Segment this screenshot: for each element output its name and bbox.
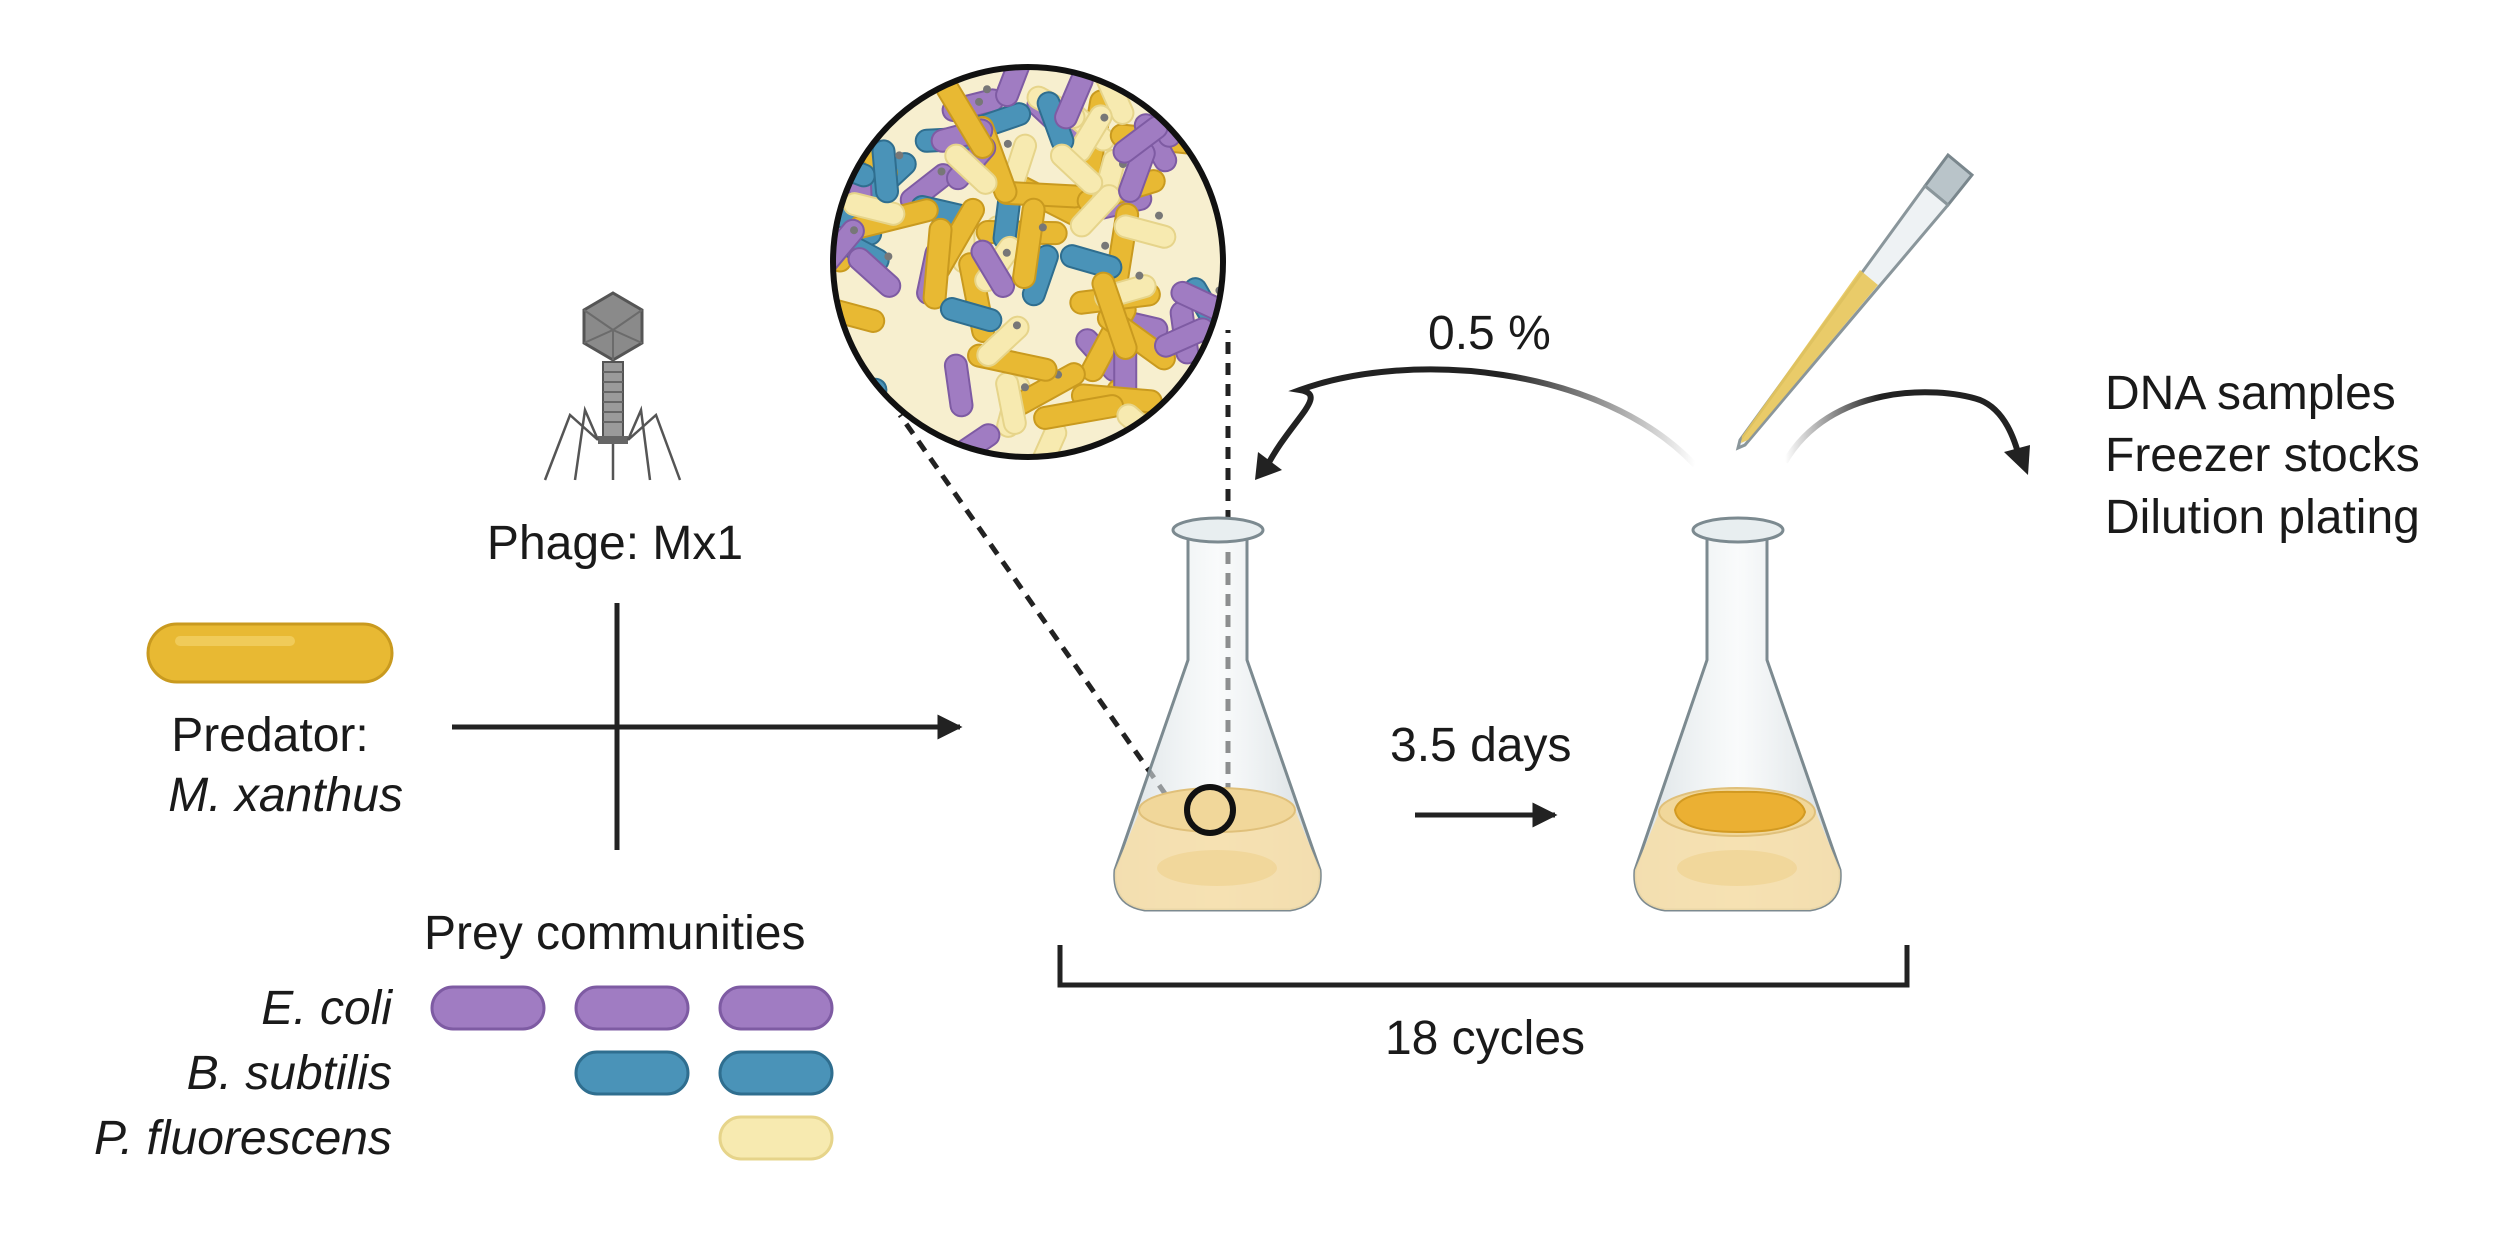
prey-species-pfluorescens: P. fluorescens — [94, 1112, 392, 1165]
zoom-phage-dot — [1003, 139, 1012, 148]
zoom-bacterium — [939, 297, 1003, 333]
zoom-bacterium — [833, 67, 872, 105]
prey-species-ecoli: E. coli — [261, 982, 392, 1035]
zoom-phage-dot — [1038, 223, 1047, 232]
zoom-bacterium — [852, 377, 888, 441]
zoom-phage-dot — [1101, 241, 1110, 250]
pipette-icon — [1735, 152, 1975, 451]
zoom-bacterium — [1012, 197, 1046, 290]
zoom-bacterium — [970, 239, 1016, 298]
ecoli-pill — [718, 985, 834, 1031]
bsubtilis-pill — [574, 1050, 690, 1096]
zoom-phage-dot — [1154, 211, 1163, 220]
predator-bacterium-icon — [146, 622, 394, 684]
zoom-bacterium — [833, 67, 873, 109]
zoom-phage-dot — [869, 411, 878, 420]
zoom-bacterium — [1049, 143, 1104, 195]
phage-icon — [543, 291, 682, 481]
output-arrow — [1782, 389, 2023, 464]
cycles-label: 18 cycles — [1384, 1012, 1586, 1065]
ecoli-pill — [430, 985, 546, 1031]
zoom-target-circle — [1184, 784, 1236, 836]
phage-label: Phage: Mx1 — [486, 517, 744, 570]
predator-species-label: M. xanthus — [168, 769, 403, 822]
zoom-phage-dot — [895, 151, 904, 160]
flask-culture-icon — [1633, 516, 1842, 912]
zoom-phage-dot — [1020, 383, 1029, 392]
output-dilution-plating: Dilution plating — [2105, 491, 2420, 544]
zoom-bacterium — [943, 353, 974, 418]
zoom-bacterium — [1113, 214, 1177, 249]
zoom-phage-dot — [850, 226, 859, 235]
zoom-inset — [830, 56, 1226, 460]
flask-culture-icon — [1113, 516, 1322, 912]
zoom-phage-dot — [884, 252, 893, 261]
ecoli-pill — [574, 985, 690, 1031]
zoom-bacterium — [833, 416, 905, 448]
zoom-phage-dot — [1012, 321, 1021, 330]
zoom-bacterium — [1069, 184, 1121, 238]
incubation-duration-label: 3.5 days — [1390, 719, 1572, 772]
zoom-bacterium — [847, 247, 902, 298]
zoom-line-left — [897, 413, 1169, 797]
cycles-bracket — [1057, 945, 1910, 988]
zoom-phage-dot — [975, 97, 984, 106]
zoom-phage-dot — [1002, 248, 1011, 257]
output-freezer-stocks: Freezer stocks — [2105, 429, 2420, 482]
zoom-phage-dot — [1100, 113, 1109, 122]
bsubtilis-pill — [718, 1050, 834, 1096]
prey-species-bsubtilis: B. subtilis — [186, 1047, 392, 1100]
zoom-phage-dot — [1024, 56, 1032, 64]
zoom-phage-dot — [983, 85, 992, 94]
predator-label: Predator: — [171, 709, 369, 762]
zoom-bacterium — [853, 412, 884, 457]
prey-title: Prey communities — [424, 907, 806, 960]
zoom-phage-dot — [852, 67, 861, 70]
zoom-bacterium — [1091, 271, 1138, 360]
zoom-bacterium — [1059, 244, 1123, 280]
prey-pills — [430, 985, 834, 1161]
zoom-bacterium — [944, 143, 998, 195]
zoom-phage-dot — [1135, 271, 1144, 280]
zoom-bacterium — [1033, 394, 1125, 430]
zoom-bacterium — [995, 67, 1034, 108]
zoom-bacterium — [922, 217, 953, 310]
pfluorescens-pill — [718, 1115, 834, 1161]
transfer-percent-label: 0.5 % — [1428, 307, 1551, 360]
zoom-phage-dot — [937, 167, 946, 176]
output-dna-samples: DNA samples — [2105, 367, 2396, 420]
transfer-arrow — [1262, 366, 1698, 472]
zoom-bacterium — [871, 139, 900, 204]
